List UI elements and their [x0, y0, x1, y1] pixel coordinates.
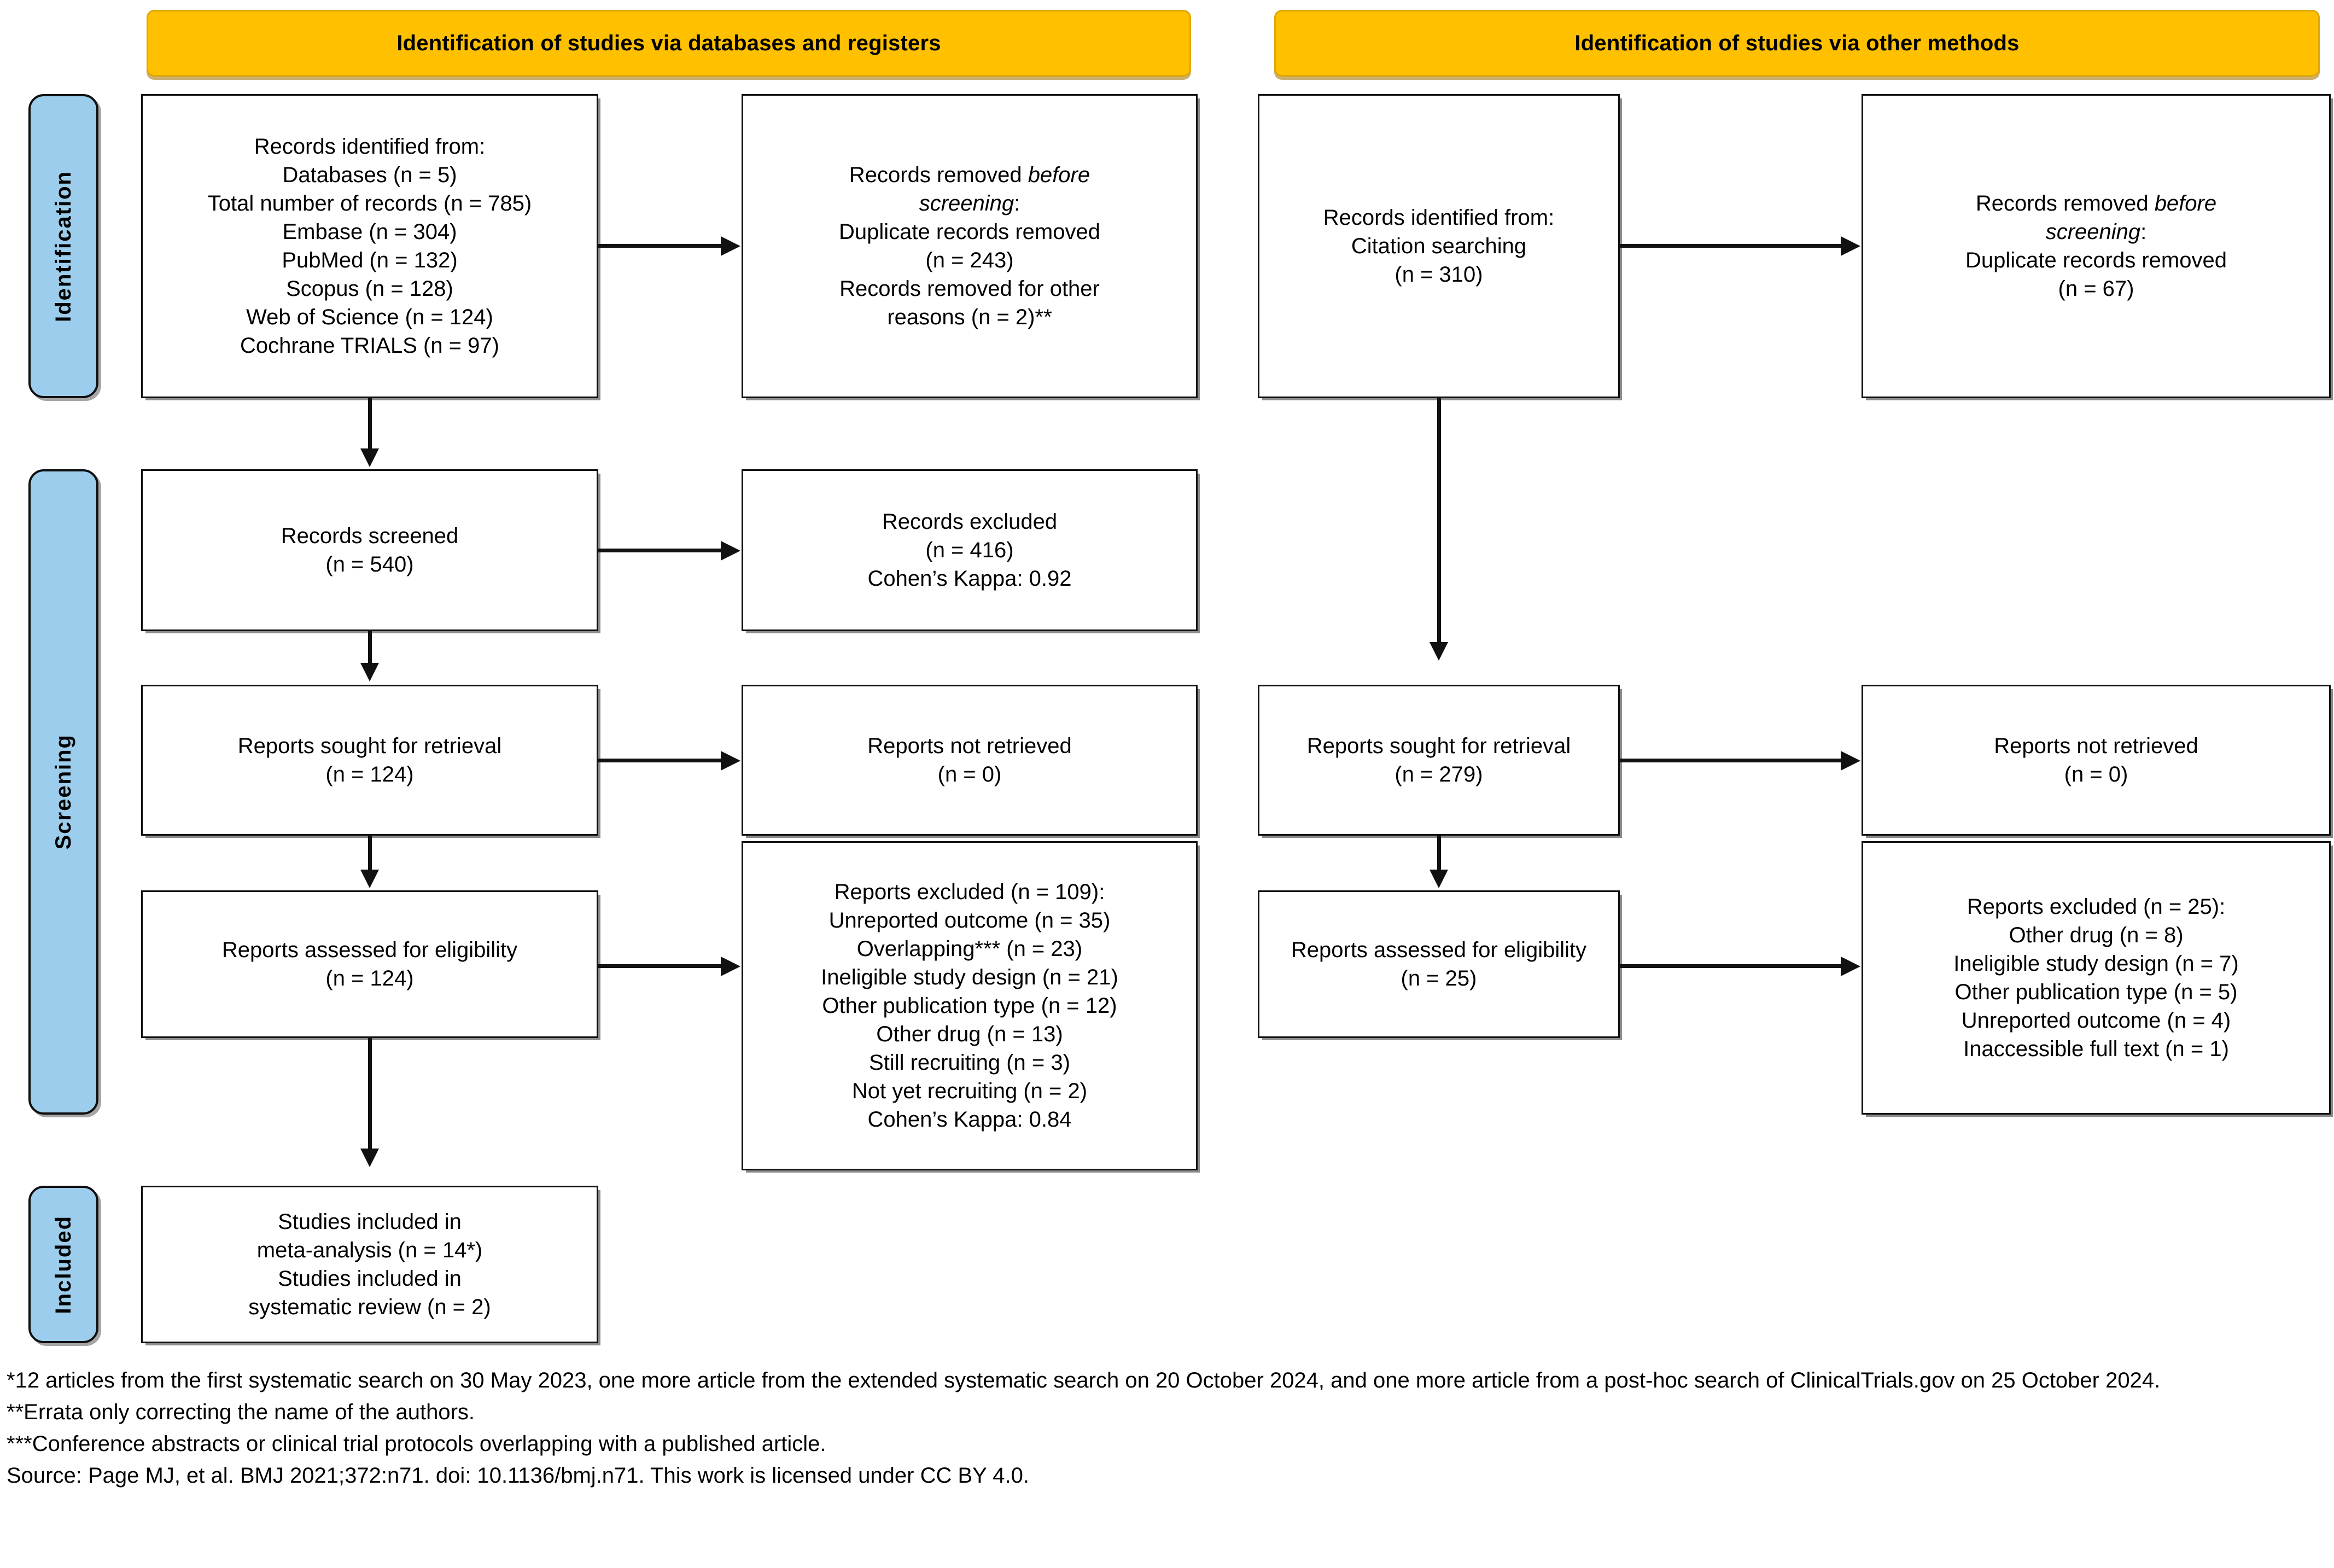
removed-emph-screening: screening [919, 191, 1014, 215]
box-records-screened: Records screened (n = 540) [141, 469, 598, 631]
removed-line-rest: : Duplicate records removed (n = 243) Re… [839, 191, 1100, 329]
connector-line-left-identified-to-removed [598, 244, 722, 248]
box-reports-sought-left-text: Reports sought for retrieval (n = 124) [237, 734, 502, 786]
stage-label-included: Included [28, 1186, 98, 1343]
connector-line-right-sought-to-notretrieved [1620, 759, 1842, 762]
arrow-left-sought-to-notretrieved [721, 751, 740, 771]
box-records-removed-before-screening-text: Records removed before screening: Duplica… [839, 161, 1100, 331]
box-records-removed-before-screening: Records removed before screening: Duplica… [742, 94, 1198, 398]
box-records-identified-citation: Records identified from: Citation search… [1258, 94, 1620, 398]
banner-other-methods: Identification of studies via other meth… [1274, 10, 2320, 77]
removed-line-prefix: Records removed [849, 163, 1028, 187]
box-reports-excluded-left: Reports excluded (n = 109): Unreported o… [742, 841, 1198, 1170]
box-records-identified-databases: Records identified from: Databases (n = … [141, 94, 598, 398]
box-reports-assessed-right: Reports assessed for eligibility (n = 25… [1258, 890, 1620, 1038]
box-reports-excluded-right: Reports excluded (n = 25): Other drug (n… [1862, 841, 2331, 1115]
arrow-left-assessed-to-excluded [721, 957, 740, 976]
arrow-right-identified-to-sought [1429, 642, 1448, 661]
box-records-removed-right-text: Records removed before screening: Duplica… [1965, 189, 2227, 303]
box-reports-sought-right-text: Reports sought for retrieval (n = 279) [1306, 734, 1571, 786]
connector-line-left-sought-to-assessed [368, 836, 372, 872]
arrow-left-identified-to-removed [721, 236, 740, 256]
arrow-right-assessed-to-excluded [1841, 957, 1860, 976]
box-reports-not-retrieved-left-text: Reports not retrieved (n = 0) [867, 734, 1072, 786]
connector-line-left-assessed-to-excluded [598, 964, 722, 968]
footnote-asterisk-1: *12 articles from the first systematic s… [7, 1368, 2161, 1392]
stage-label-identification-text: Identification [51, 170, 75, 322]
connector-line-left-sought-to-notretrieved [598, 759, 722, 762]
removed-emph-before: before [1028, 163, 1090, 187]
removed-right-emph-before: before [2154, 191, 2217, 215]
box-reports-not-retrieved-right: Reports not retrieved (n = 0) [1862, 685, 2331, 836]
banner-databases-registers: Identification of studies via databases … [147, 10, 1191, 77]
box-records-excluded-text: Records excluded (n = 416) Cohen’s Kappa… [867, 510, 1072, 591]
footnote-asterisk-2: **Errata only correcting the name of the… [7, 1400, 475, 1424]
box-reports-assessed-right-text: Reports assessed for eligibility (n = 25… [1291, 938, 1587, 990]
arrow-right-sought-to-assessed [1429, 870, 1448, 888]
banner-right-label: Identification of studies via other meth… [1574, 31, 2020, 55]
connector-line-right-sought-to-assessed [1437, 836, 1441, 872]
box-reports-sought-left: Reports sought for retrieval (n = 124) [141, 685, 598, 836]
connector-line-left-screened-to-sought [368, 631, 372, 665]
stage-label-included-text: Included [51, 1215, 75, 1314]
connector-line-right-identified-to-removed [1620, 244, 1842, 248]
removed-right-rest: : Duplicate records removed (n = 67) [1965, 220, 2227, 301]
arrow-left-identified-to-screened [360, 448, 379, 467]
arrow-left-screened-to-sought [360, 663, 379, 681]
box-reports-excluded-left-text: Reports excluded (n = 109): Unreported o… [821, 880, 1118, 1132]
footnotes: *12 articles from the first systematic s… [7, 1366, 2331, 1493]
box-records-identified-citation-text: Records identified from: Citation search… [1323, 206, 1555, 287]
connector-line-left-identified-to-screened [368, 398, 372, 451]
connector-line-right-identified-to-sought [1437, 398, 1441, 644]
arrow-right-identified-to-removed [1841, 236, 1860, 256]
arrow-left-sought-to-assessed [360, 870, 379, 888]
footnote-asterisk-3: ***Conference abstracts or clinical tria… [7, 1432, 826, 1456]
arrow-left-screened-to-excluded [721, 541, 740, 561]
stage-label-screening-text: Screening [51, 734, 75, 850]
removed-right-emph-screening: screening [2045, 220, 2141, 244]
box-reports-sought-right: Reports sought for retrieval (n = 279) [1258, 685, 1620, 836]
connector-line-left-screened-to-excluded [598, 549, 722, 552]
arrow-right-sought-to-notretrieved [1841, 751, 1860, 771]
arrow-left-assessed-to-included [360, 1149, 379, 1167]
box-records-removed-right: Records removed before screening: Duplica… [1862, 94, 2331, 398]
connector-line-left-assessed-to-included [368, 1038, 372, 1151]
box-reports-assessed-left-text: Reports assessed for eligibility (n = 12… [221, 938, 518, 990]
box-reports-not-retrieved-left: Reports not retrieved (n = 0) [742, 685, 1198, 836]
box-records-screened-text: Records screened (n = 540) [281, 524, 459, 576]
removed-right-prefix: Records removed [1975, 191, 2155, 215]
stage-label-screening: Screening [28, 469, 98, 1115]
box-studies-included: Studies included in meta-analysis (n = 1… [141, 1186, 598, 1343]
box-records-identified-databases-text: Records identified from: Databases (n = … [207, 135, 532, 358]
banner-left-label: Identification of studies via databases … [396, 31, 941, 55]
box-studies-included-text: Studies included in meta-analysis (n = 1… [248, 1210, 491, 1319]
box-reports-not-retrieved-right-text: Reports not retrieved (n = 0) [1994, 734, 2198, 786]
footnote-source: Source: Page MJ, et al. BMJ 2021;372:n71… [7, 1464, 1029, 1488]
box-reports-assessed-left: Reports assessed for eligibility (n = 12… [141, 890, 598, 1038]
connector-line-right-assessed-to-excluded [1620, 964, 1842, 968]
box-records-excluded: Records excluded (n = 416) Cohen’s Kappa… [742, 469, 1198, 631]
stage-label-identification: Identification [28, 94, 98, 398]
box-reports-excluded-right-text: Reports excluded (n = 25): Other drug (n… [1953, 895, 2239, 1061]
